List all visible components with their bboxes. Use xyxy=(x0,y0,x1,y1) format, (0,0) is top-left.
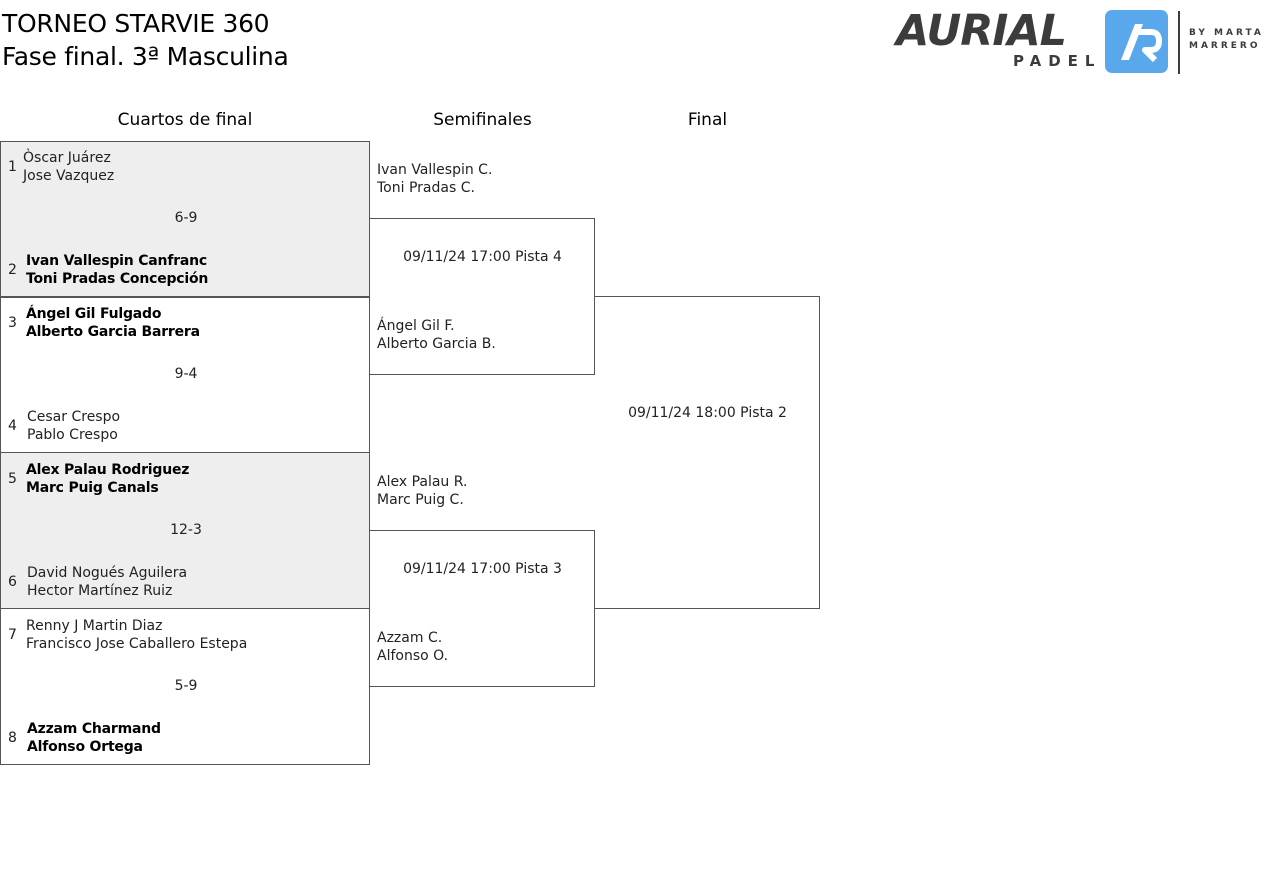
player-name: Pablo Crespo xyxy=(27,427,118,443)
player-name: Alfonso Ortega xyxy=(27,739,143,755)
team-entry: Òscar Juárez Jose Vazquez xyxy=(23,149,114,185)
player-name: Marc Puig C. xyxy=(377,492,464,508)
header-quarterfinals: Cuartos de final xyxy=(117,110,253,130)
semifinal-team: Ivan Vallespin C. Toni Pradas C. xyxy=(377,161,492,197)
quarterfinal-match-3: 5 Alex Palau Rodriguez Marc Puig Canals … xyxy=(0,452,370,609)
player-name: Francisco Jose Caballero Estepa xyxy=(26,636,248,652)
aurial-padel-logo: AURIAL PADEL BY MARTA MARRERO xyxy=(896,8,1276,78)
player-name: Alberto Garcia B. xyxy=(377,336,496,352)
final-schedule: 09/11/24 18:00 Pista 2 xyxy=(628,405,787,421)
team-entry: Renny J Martin Diaz Francisco Jose Cabal… xyxy=(26,617,247,653)
team-entry: Cesar Crespo Pablo Crespo xyxy=(27,408,120,444)
quarterfinal-match-4: 7 Renny J Martin Diaz Francisco Jose Cab… xyxy=(0,608,370,765)
player-name: Alex Palau Rodriguez xyxy=(26,462,190,478)
team-entry: David Nogués Aguilera Hector Martínez Ru… xyxy=(27,564,187,600)
logo-divider xyxy=(1178,11,1180,74)
quarterfinal-match-1: 1 Òscar Juárez Jose Vazquez 6-9 2 Ivan V… xyxy=(0,141,370,298)
player-name: Ivan Vallespin C. xyxy=(377,162,493,178)
tournament-title: TORNEO STARVIE 360 xyxy=(2,9,270,38)
logo-by-line2: MARRERO xyxy=(1189,41,1261,51)
player-name: Cesar Crespo xyxy=(27,409,121,425)
team-entry: Ivan Vallespin Canfranc Toni Pradas Conc… xyxy=(26,252,208,288)
seed-number: 7 xyxy=(8,627,17,643)
semifinal-schedule: 09/11/24 17:00 Pista 4 xyxy=(403,249,562,265)
seed-number: 6 xyxy=(8,574,17,590)
player-name: Marc Puig Canals xyxy=(26,480,159,496)
seed-number: 5 xyxy=(8,471,17,487)
player-name: Jose Vazquez xyxy=(23,168,115,184)
logo-badge-icon xyxy=(1105,10,1168,73)
match-score: 5-9 xyxy=(174,678,198,694)
player-name: Toni Pradas Concepción xyxy=(26,271,209,287)
player-name: Alfonso O. xyxy=(377,648,449,664)
player-name: Ángel Gil Fulgado xyxy=(26,306,162,322)
match-score: 12-3 xyxy=(170,522,202,538)
seed-number: 2 xyxy=(8,262,17,278)
player-name: Alex Palau R. xyxy=(377,474,468,490)
team-entry: Ángel Gil Fulgado Alberto Garcia Barrera xyxy=(26,305,200,341)
match-score: 6-9 xyxy=(174,210,198,226)
player-name: Renny J Martin Diaz xyxy=(26,618,163,634)
player-name: Hector Martínez Ruiz xyxy=(27,583,173,599)
seed-number: 3 xyxy=(8,315,17,331)
semifinal-schedule: 09/11/24 17:00 Pista 3 xyxy=(403,561,562,577)
player-name: Alberto Garcia Barrera xyxy=(26,324,200,340)
quarterfinal-match-2: 3 Ángel Gil Fulgado Alberto Garcia Barre… xyxy=(0,296,370,453)
semifinal-team: Alex Palau R. Marc Puig C. xyxy=(377,473,467,509)
player-name: David Nogués Aguilera xyxy=(27,565,188,581)
seed-number: 4 xyxy=(8,418,17,434)
seed-number: 8 xyxy=(8,730,17,746)
semifinal-team: Azzam C. Alfonso O. xyxy=(377,629,448,665)
phase-subtitle: Fase final. 3ª Masculina xyxy=(2,42,289,71)
team-entry: Alex Palau Rodriguez Marc Puig Canals xyxy=(26,461,189,497)
player-name: Ivan Vallespin Canfranc xyxy=(26,253,208,269)
logo-wordmark: AURIAL xyxy=(896,6,1067,56)
header-final: Final xyxy=(687,110,728,130)
logo-subtext: PADEL xyxy=(1013,52,1102,70)
player-name: Toni Pradas C. xyxy=(377,180,475,196)
player-name: Òscar Juárez xyxy=(23,150,111,166)
player-name: Ángel Gil F. xyxy=(377,318,455,334)
player-name: Azzam Charmand xyxy=(27,721,161,737)
header-semifinals: Semifinales xyxy=(433,110,532,130)
final-bracket xyxy=(594,296,820,609)
seed-number: 1 xyxy=(8,159,17,175)
player-name: Azzam C. xyxy=(377,630,443,646)
team-entry: Azzam Charmand Alfonso Ortega xyxy=(27,720,161,756)
semifinal-team: Ángel Gil F. Alberto Garcia B. xyxy=(377,317,496,353)
match-score: 9-4 xyxy=(174,366,198,382)
logo-by-line1: BY MARTA xyxy=(1189,28,1264,38)
